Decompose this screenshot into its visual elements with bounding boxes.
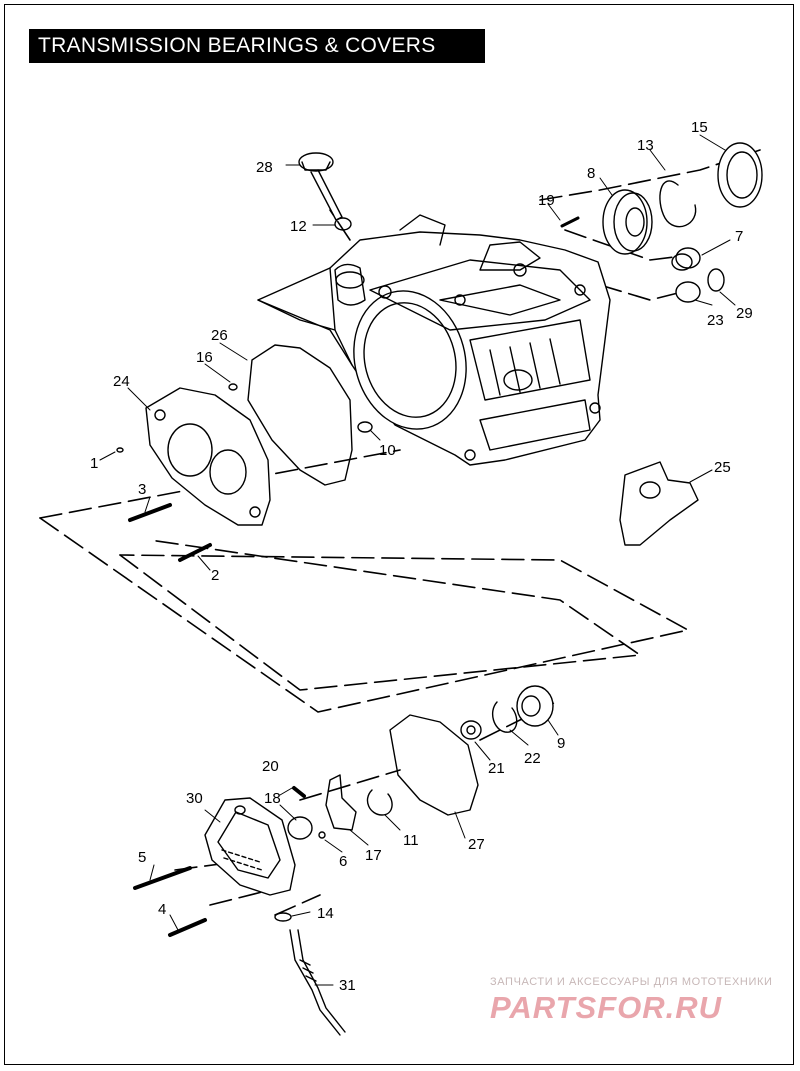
part-13-snap-ring	[659, 180, 697, 228]
callout-labels: 28 12 8 13 15 19 7 29 23 26 16 24 1 10 2…	[90, 119, 753, 994]
part-18-bushing	[287, 816, 313, 840]
part-1-dowel	[116, 447, 124, 453]
part-10-dowel	[357, 421, 373, 433]
part-6-ball	[318, 831, 326, 839]
part-30-side-cover	[204, 797, 296, 896]
part-19-screw	[560, 216, 580, 228]
callout-10: 10	[379, 442, 396, 459]
part-27-gasket	[389, 714, 479, 816]
part-11-retaining-ring	[366, 789, 393, 816]
callout-16: 16	[196, 349, 213, 366]
callout-29: 29	[736, 305, 753, 322]
part-23-bushing	[675, 281, 701, 303]
callout-18: 18	[264, 790, 281, 807]
callout-23: 23	[707, 312, 724, 329]
part-21-nut	[460, 720, 482, 740]
part-15-oil-seal	[717, 142, 763, 208]
diagram-frame	[4, 4, 794, 1065]
callout-26: 26	[211, 327, 228, 344]
diagram-title: TRANSMISSION BEARINGS & COVERS	[29, 29, 485, 63]
callout-13: 13	[637, 137, 654, 154]
callout-31: 31	[339, 977, 356, 994]
part-5-bolt	[133, 866, 192, 890]
part-28-vent-plug	[298, 152, 343, 221]
part-25-gasket	[619, 461, 699, 546]
callout-1: 1	[90, 455, 98, 472]
watermark-brand: PARTSFOR.RU	[490, 990, 723, 1025]
callout-25: 25	[714, 459, 731, 476]
part-9-bearing	[516, 685, 554, 727]
callout-22: 22	[524, 750, 541, 767]
part-4-bolt	[168, 918, 207, 937]
callout-19: 19	[538, 192, 555, 209]
callout-17: 17	[365, 847, 382, 864]
callout-21: 21	[488, 760, 505, 777]
callout-15: 15	[691, 119, 708, 136]
callout-20: 20	[262, 758, 279, 775]
callout-9: 9	[557, 735, 565, 752]
part-16-dowel	[228, 383, 238, 391]
part-31-cable	[289, 929, 346, 1036]
callout-5: 5	[138, 849, 146, 866]
transmission-case	[257, 214, 611, 466]
callout-6: 6	[339, 853, 347, 870]
callout-14: 14	[317, 905, 334, 922]
part-17-lever	[325, 774, 357, 831]
callout-30: 30	[186, 790, 203, 807]
part-3-bolt	[128, 503, 172, 522]
part-7-bushing	[671, 247, 701, 271]
part-26-gasket	[247, 344, 353, 486]
callout-27: 27	[468, 836, 485, 853]
callout-11: 11	[403, 832, 419, 849]
part-29-seal	[707, 268, 725, 292]
callout-7: 7	[735, 228, 743, 245]
callout-28: 28	[256, 159, 273, 176]
part-24-bearing-housing	[145, 387, 271, 526]
part-12-o-ring	[334, 217, 352, 231]
callout-8: 8	[587, 165, 595, 182]
callout-12: 12	[290, 218, 307, 235]
part-20-screw	[292, 786, 306, 798]
watermark-subtitle: ЗАПЧАСТИ И АКСЕССУАРЫ ДЛЯ МОТОТЕХНИКИ	[490, 976, 773, 988]
part-8-bearing	[602, 189, 653, 255]
callout-2: 2	[211, 567, 219, 584]
callout-3: 3	[138, 481, 146, 498]
callout-4: 4	[158, 901, 166, 918]
part-2-bolt	[178, 543, 212, 562]
callout-24: 24	[113, 373, 130, 390]
leader-lines	[99, 134, 736, 986]
part-22-snap-ring	[491, 701, 518, 733]
part-14-o-ring	[274, 912, 292, 922]
